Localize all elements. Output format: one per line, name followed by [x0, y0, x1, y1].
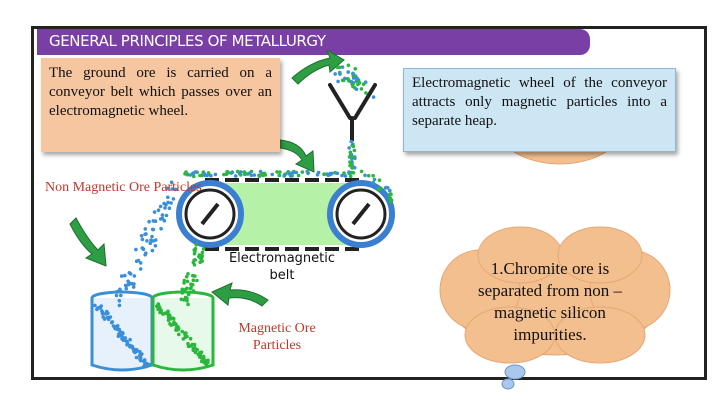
conveyor-description-box: The ground ore is carried on a conveyor …	[41, 58, 280, 152]
magnetic-label: Magnetic Ore Particles	[238, 321, 316, 353]
conveyor-wheel-icon	[176, 180, 244, 248]
electromagnetic-wheel-icon	[327, 180, 395, 248]
thought-bubble-icon	[501, 364, 526, 390]
non-magnetic-label: Non Magnetic Ore Particles	[45, 180, 202, 195]
title-bar	[37, 29, 590, 55]
page-title: GENERAL PRINCIPLES OF METALLURGY	[49, 32, 326, 50]
electromagnetic-wheel-description-box: Electromagnetic wheel of the conveyor at…	[403, 68, 676, 152]
funnel-icon	[328, 83, 377, 142]
cloud-text: 1.Chromite ore is separated from non – m…	[478, 259, 622, 344]
ore-particles	[93, 63, 394, 369]
electromagnetic-belt-label: Electromagnetic belt	[228, 251, 336, 283]
arrow-icon	[69, 48, 345, 307]
beaker-icon	[90, 290, 154, 372]
